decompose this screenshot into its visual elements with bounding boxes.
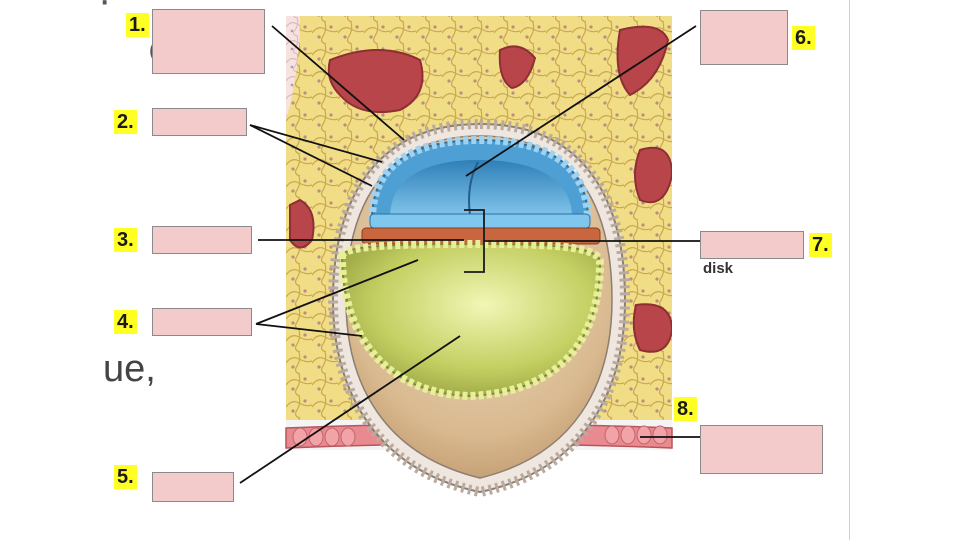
- label-number-5: 5.: [114, 465, 137, 489]
- label-number-1: 1.: [126, 13, 149, 37]
- answer-box-6[interactable]: [700, 10, 788, 65]
- label-number-3: 3.: [114, 228, 137, 252]
- label-number-8: 8.: [674, 397, 697, 421]
- answer-box-3[interactable]: [152, 226, 252, 254]
- disk-caption: disk: [703, 260, 734, 277]
- answer-box-1[interactable]: [152, 9, 265, 74]
- answer-box-2[interactable]: [152, 108, 247, 136]
- label-number-2: 2.: [114, 110, 137, 134]
- answer-box-4[interactable]: [152, 308, 252, 336]
- background-text-mid: ue,: [103, 348, 156, 390]
- label-number-7: 7.: [809, 233, 832, 257]
- page-border-right: [849, 0, 850, 540]
- answer-box-7[interactable]: [700, 231, 804, 259]
- answer-box-5[interactable]: [152, 472, 234, 502]
- label-number-6: 6.: [792, 26, 815, 50]
- background-text-top: ·: [98, 0, 112, 22]
- label-number-4: 4.: [114, 310, 137, 334]
- answer-box-8[interactable]: [700, 425, 823, 474]
